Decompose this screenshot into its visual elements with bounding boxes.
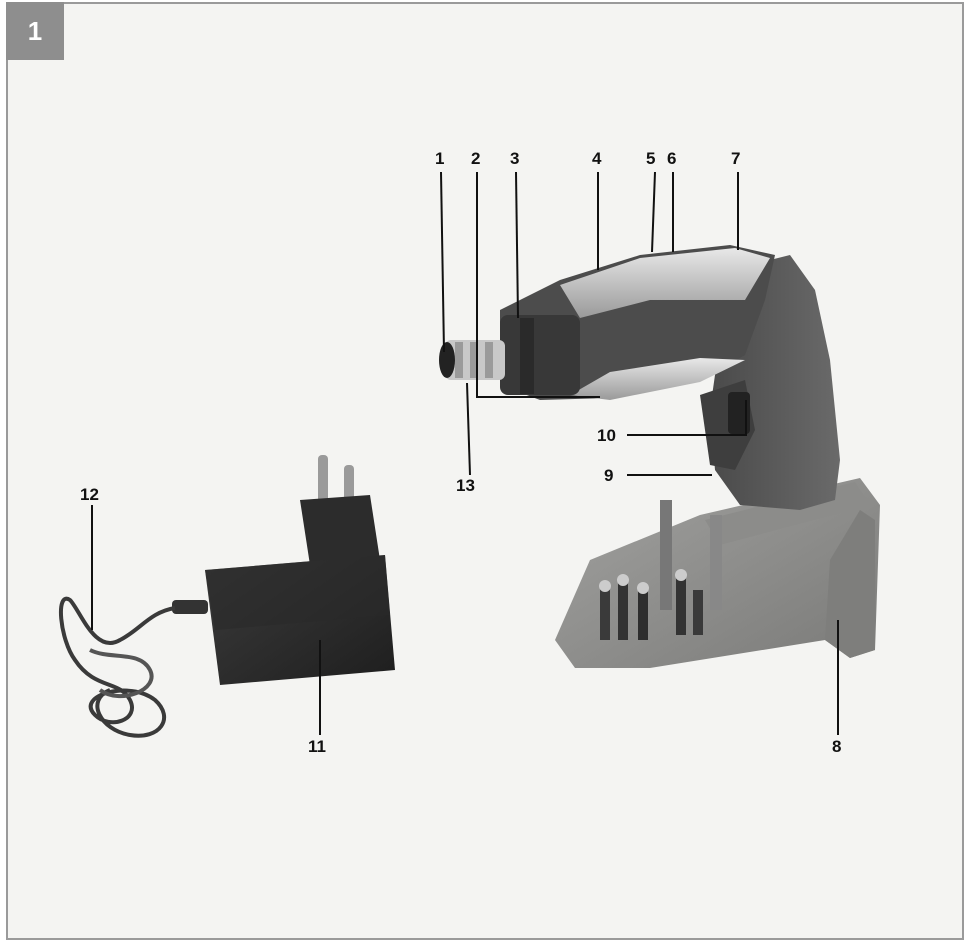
callout-5: 5 [646, 149, 656, 168]
callout-leader-lines [91, 171, 839, 735]
screwdriver-icon [439, 245, 840, 510]
callout-8: 8 [832, 737, 842, 756]
power-adapter-icon [172, 455, 395, 685]
cable-icon [58, 596, 176, 738]
callout-9: 9 [604, 466, 614, 485]
callout-1: 1 [435, 149, 445, 168]
callout-10: 10 [597, 426, 616, 445]
callout-12: 12 [80, 485, 99, 504]
callout-2: 2 [471, 149, 481, 168]
callout-6: 6 [667, 149, 677, 168]
figure-number-tab: 1 [6, 2, 64, 60]
callout-13: 13 [456, 476, 475, 495]
callout-3: 3 [510, 149, 520, 168]
charging-base-icon [555, 478, 880, 668]
callout-11: 11 [308, 737, 326, 756]
callout-4: 4 [592, 149, 602, 168]
callout-7: 7 [731, 149, 741, 168]
